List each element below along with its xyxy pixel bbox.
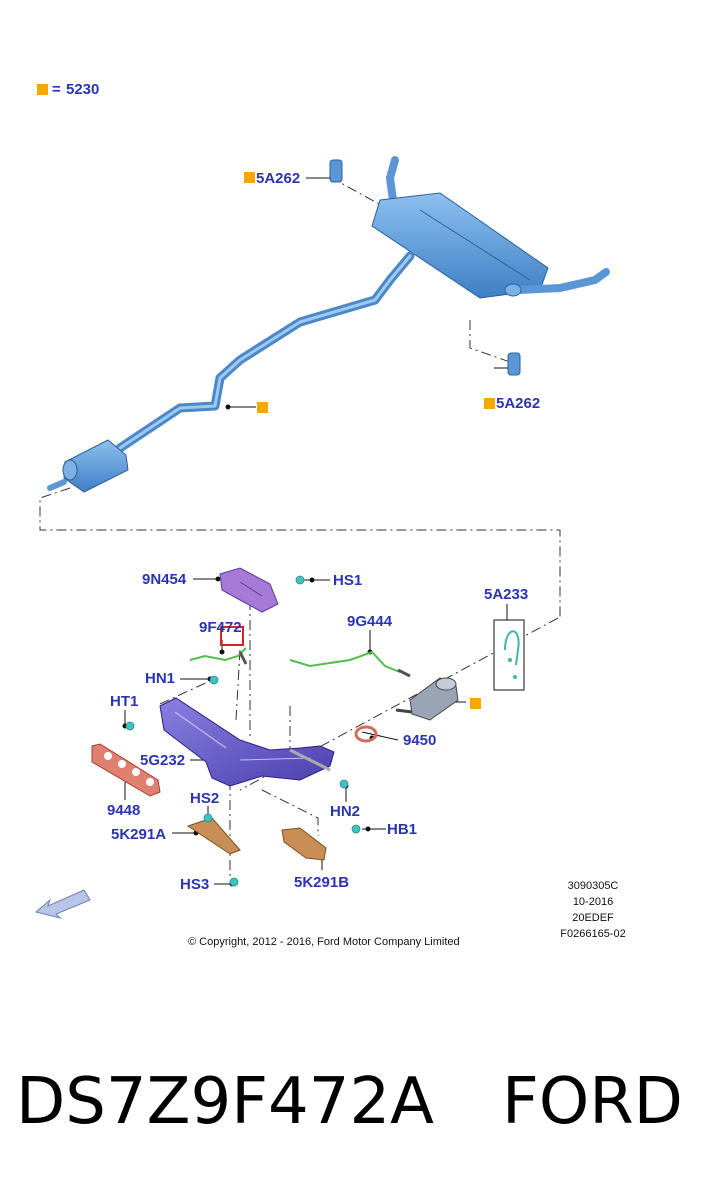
label-5k291b: 5K291B [294,874,350,891]
marker-square [257,402,268,413]
manifold-gasket-9448 [91,743,161,797]
exhaust-manifold [159,697,335,787]
rear-muffler [371,156,610,299]
legend-equals: = [52,81,61,98]
label-9448: 9448 [107,802,141,819]
brand-caption: FORD [502,1065,683,1139]
part-number-caption: DS7Z9F472A [16,1065,434,1139]
front-resonator [47,439,129,493]
exhaust-diagram: = 5230 5A262 5A262 9N454 HS1 9F472 9G444… [34,81,626,948]
marker-square [244,172,255,183]
heat-shield-5k291a [186,817,241,855]
label-5k291a: 5K291A [111,826,167,843]
gasket-9450 [354,725,378,743]
marker-square [484,398,495,409]
label-9g444: 9G444 [347,613,393,630]
hanger-top [329,159,343,183]
copyright-text: © Copyright, 2012 - 2016, Ford Motor Com… [188,936,460,948]
label-5a233: 5A233 [484,586,529,603]
front-direction-arrow-icon [34,889,91,919]
intermediate-pipe [115,251,415,453]
label-ht1: HT1 [110,693,139,710]
label-hs3: HS3 [180,876,210,893]
meta-line-3: 20EDEF [572,912,614,924]
label-5a262-right: 5A262 [496,395,541,412]
label-9f472: 9F472 [199,619,242,636]
label-hb1: HB1 [387,821,418,838]
label-5g232: 5G232 [140,752,186,769]
link-line-main [39,487,561,618]
label-5a262-top: 5A262 [256,170,301,187]
label-hn2: HN2 [330,803,361,820]
oxygen-sensor-9g444 [289,650,411,678]
legend-code: 5230 [66,81,100,98]
label-hs1: HS1 [333,572,363,589]
hanger-right [507,352,521,376]
legend-square [37,84,48,95]
label-9n454: 9N454 [142,571,187,588]
bracket-5a233 [493,619,525,691]
label-9450: 9450 [403,732,437,749]
heat-shield-5k291b [281,827,327,861]
marker-square [470,698,481,709]
heat-shield-upper [219,567,279,613]
catalytic-converter [395,677,459,721]
label-hn1: HN1 [145,670,176,687]
oxygen-sensor-9f472 [189,626,248,665]
meta-line-2: 10-2016 [572,896,614,908]
label-hs2: HS2 [190,790,220,807]
meta-line-4: F0266165-02 [560,928,626,940]
meta-line-1: 3090305C [567,880,619,892]
diagram-art [34,156,610,919]
